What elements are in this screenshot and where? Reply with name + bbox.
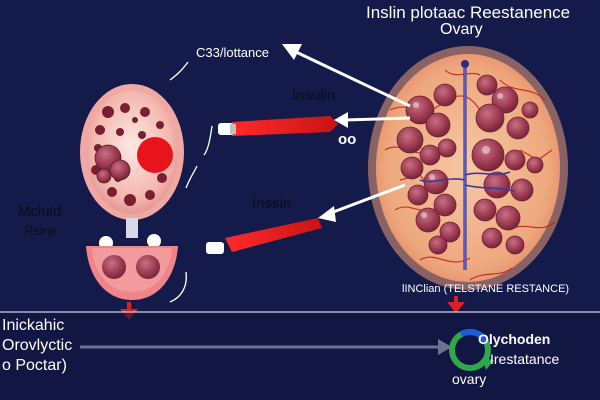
- green-circular-arrow-icon: [449, 329, 494, 371]
- bottom-right-line-2: Irestatance: [490, 351, 560, 367]
- title-line-2: Ovary: [440, 21, 483, 38]
- label-mcluid: Mcluid: [18, 203, 62, 220]
- bottom-left-line-3: o Poctar): [2, 357, 67, 374]
- label-insulin-mid: Inssin: [252, 195, 292, 212]
- label-rsine: Rsine: [24, 223, 58, 238]
- label-oo: oo: [338, 131, 357, 148]
- resistance-caption: lINClian (TELSTANE RESTANCE): [402, 283, 570, 295]
- bottom-right-line-1: Olychoden: [478, 331, 551, 347]
- insulin-bar-mid: [206, 218, 322, 254]
- bottom-left-line-1: Inickahic: [2, 317, 65, 334]
- insulin-bar-top: [218, 116, 338, 136]
- bottom-panel: [0, 312, 600, 400]
- cell-illustration: [80, 84, 184, 250]
- bottom-right-line-3: ovary: [452, 371, 487, 387]
- title-line-1: Inslin plotaac Reestanence: [366, 3, 571, 22]
- lower-tissue-illustration: [86, 246, 178, 300]
- motion-squiggles: [169, 61, 213, 303]
- ovary-illustration: [368, 46, 568, 290]
- bottom-left-line-2: Orovlyctic: [2, 337, 73, 354]
- label-c33: C33/lottance: [196, 45, 269, 60]
- label-insulin-top: Insulin: [292, 87, 336, 104]
